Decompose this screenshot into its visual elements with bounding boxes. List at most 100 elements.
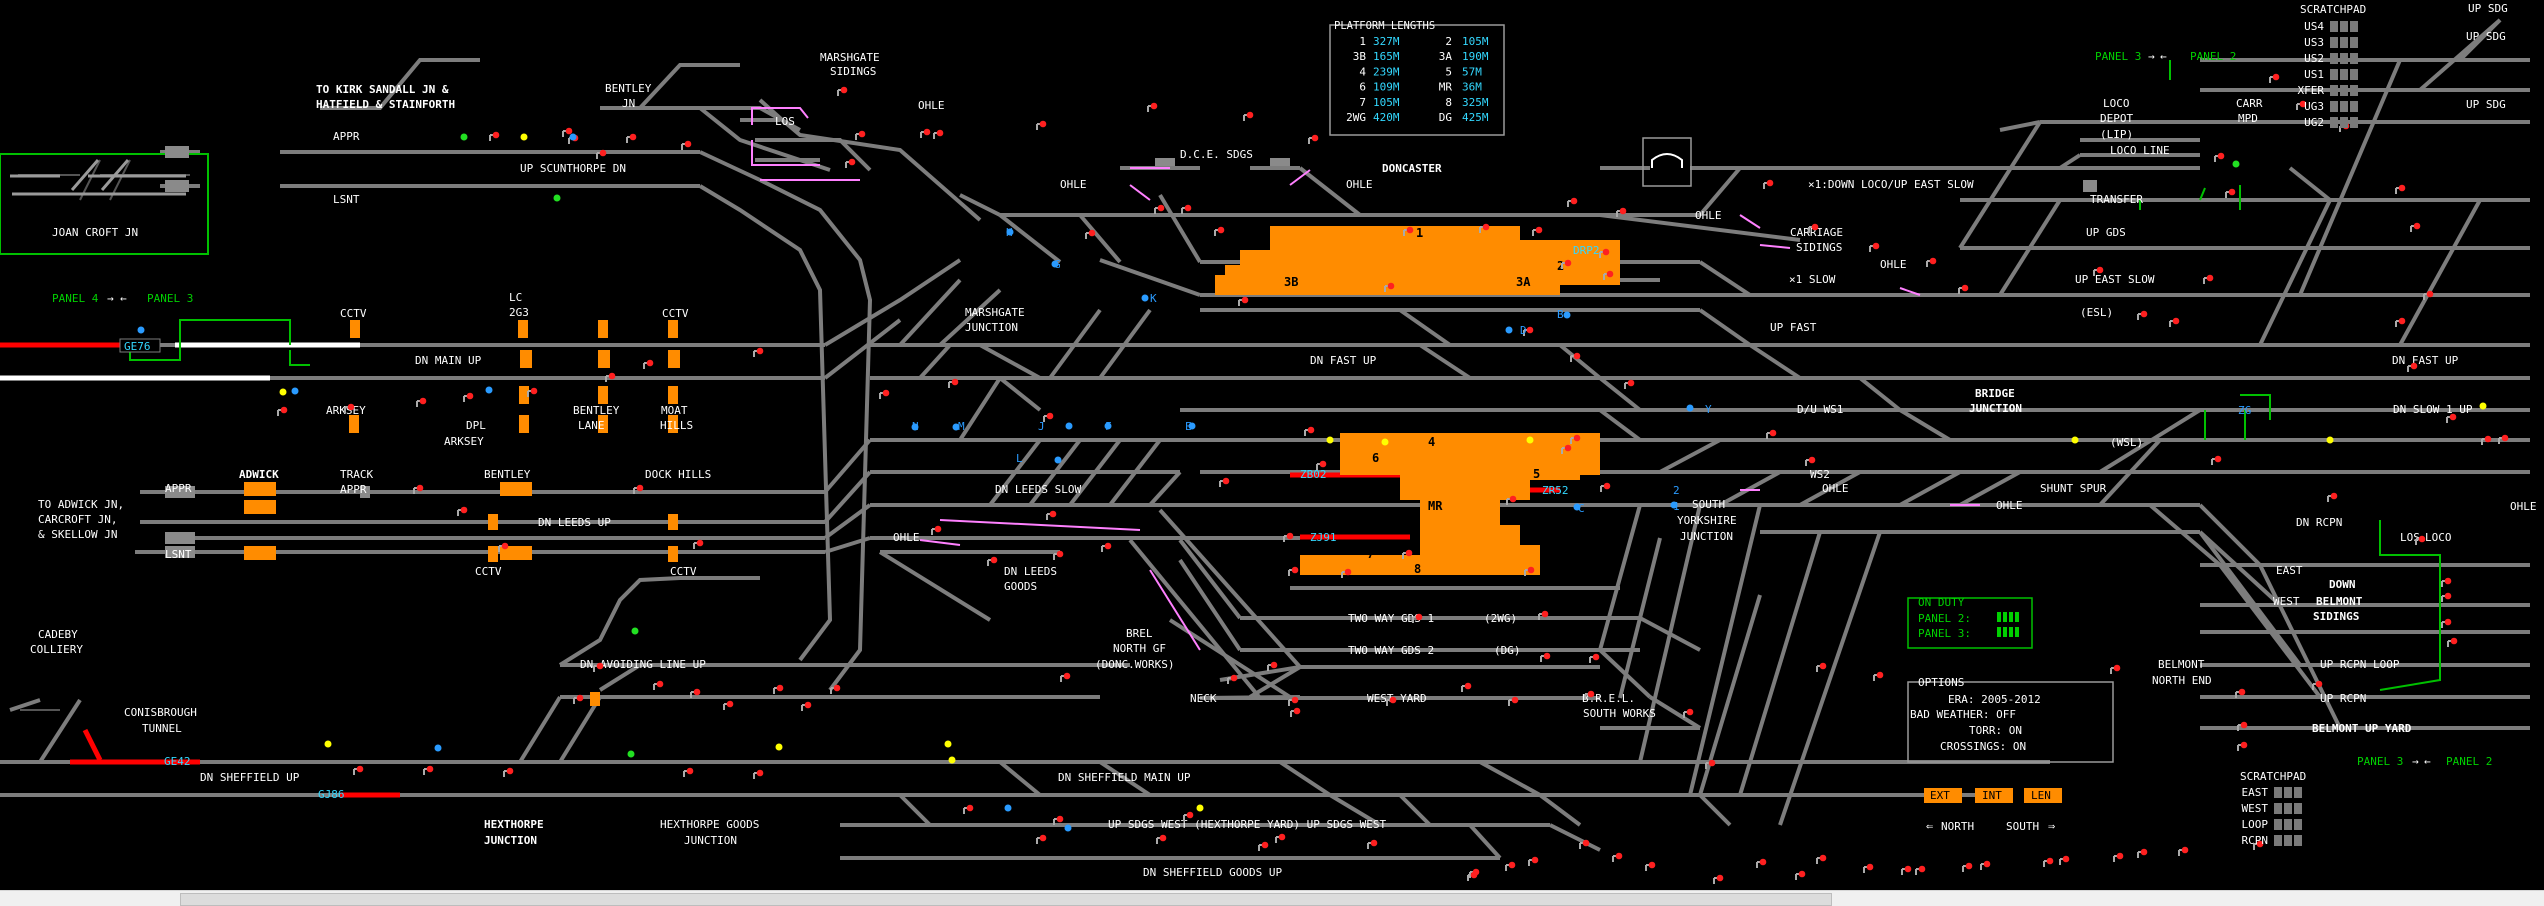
scratchpad-cell[interactable] — [2330, 21, 2338, 32]
signal-icon[interactable] — [1540, 652, 1551, 662]
signal-icon[interactable] — [931, 525, 942, 535]
signal-icon[interactable] — [605, 372, 616, 382]
scratchpad-cell[interactable] — [2350, 85, 2358, 96]
signal-icon[interactable] — [1181, 204, 1192, 214]
scratchpad-cell[interactable] — [2350, 101, 2358, 112]
signal-icon[interactable] — [1467, 871, 1478, 881]
int-button-bg[interactable] — [1975, 788, 2013, 803]
signal-icon[interactable] — [1816, 854, 1827, 864]
option-torr[interactable]: TORR: ON — [1969, 724, 2022, 737]
signal-icon[interactable] — [1808, 223, 1819, 233]
north-arrow-icon[interactable]: ⇐ — [1926, 819, 1933, 833]
signal-icon[interactable] — [681, 140, 692, 150]
signal-icon[interactable] — [2415, 535, 2426, 545]
signal-icon[interactable] — [1367, 839, 1378, 849]
signal-icon[interactable] — [1054, 456, 1062, 464]
scratchpad-cell[interactable] — [2340, 117, 2348, 128]
signal-icon[interactable] — [291, 387, 299, 395]
scratchpad-cell[interactable] — [2340, 101, 2348, 112]
signal-icon[interactable] — [830, 684, 841, 694]
signal-icon[interactable] — [1573, 503, 1581, 511]
signal-icon[interactable] — [1243, 111, 1254, 121]
signal-icon[interactable] — [1004, 804, 1012, 812]
signal-icon[interactable] — [1901, 865, 1912, 875]
signal-icon[interactable] — [1670, 501, 1678, 509]
signal-icon[interactable] — [353, 765, 364, 775]
signal-icon[interactable] — [1043, 412, 1054, 422]
south-arrow-icon[interactable]: ⇒ — [2048, 819, 2055, 833]
signal-icon[interactable] — [1616, 207, 1627, 217]
signal-icon[interactable] — [1570, 352, 1581, 362]
signal-icon[interactable] — [434, 744, 442, 752]
scratchpad-cell[interactable] — [2274, 819, 2282, 830]
scratchpad-cell[interactable] — [2350, 21, 2358, 32]
signal-icon[interactable] — [1283, 532, 1294, 542]
signal-icon[interactable] — [569, 133, 577, 141]
signal-icon[interactable] — [1915, 865, 1926, 875]
signal-icon[interactable] — [723, 700, 734, 710]
signal-icon[interactable] — [944, 740, 952, 748]
int-button[interactable]: INT — [1982, 789, 2002, 802]
signal-icon[interactable] — [1816, 662, 1827, 672]
signal-icon[interactable] — [1101, 542, 1112, 552]
signal-icon[interactable] — [1403, 226, 1414, 236]
signal-icon[interactable] — [1599, 248, 1610, 258]
signal-icon[interactable] — [596, 149, 607, 159]
signal-icon[interactable] — [1958, 284, 1969, 294]
signal-icon[interactable] — [987, 556, 998, 566]
signal-icon[interactable] — [2211, 455, 2222, 465]
signal-icon[interactable] — [1006, 228, 1014, 236]
scratchpad-cell[interactable] — [2340, 21, 2348, 32]
signal-icon[interactable] — [1567, 197, 1578, 207]
panel3-left-link[interactable]: PANEL 3 — [147, 292, 193, 305]
signal-icon[interactable] — [1258, 841, 1269, 851]
signal-icon[interactable] — [627, 750, 635, 758]
signal-icon[interactable] — [1561, 444, 1572, 454]
scratchpad-cell[interactable] — [2340, 85, 2348, 96]
signal-icon[interactable] — [1238, 296, 1249, 306]
signal-icon[interactable] — [1579, 839, 1590, 849]
panel3-top-link[interactable]: PANEL 3 — [2095, 50, 2141, 63]
signal-icon[interactable] — [2137, 848, 2148, 858]
option-era[interactable]: ERA: 2005-2012 — [1948, 693, 2041, 706]
signal-icon[interactable] — [1532, 226, 1543, 236]
scratchpad-cell[interactable] — [2284, 819, 2292, 830]
scratchpad-cell[interactable] — [2350, 37, 2358, 48]
signal-icon[interactable] — [1705, 759, 1716, 769]
signal-icon[interactable] — [1980, 860, 1991, 870]
scratchpad-cell[interactable] — [2284, 787, 2292, 798]
scrollbar-thumb[interactable] — [180, 893, 1832, 906]
signal-icon[interactable] — [2441, 618, 2452, 628]
signal-icon[interactable] — [775, 743, 783, 751]
signal-icon[interactable] — [753, 769, 764, 779]
signal-icon[interactable] — [2395, 317, 2406, 327]
signal-icon[interactable] — [2410, 222, 2421, 232]
signal-icon[interactable] — [344, 403, 355, 413]
signal-icon[interactable] — [1308, 134, 1319, 144]
signal-icon[interactable] — [1065, 422, 1073, 430]
panel2-bottom-link[interactable]: PANEL 2 — [2446, 755, 2492, 768]
scratchpad-cell[interactable] — [2274, 803, 2282, 814]
signal-icon[interactable] — [1085, 229, 1096, 239]
signal-icon[interactable] — [2498, 434, 2509, 444]
signal-icon[interactable] — [1561, 259, 1572, 269]
signal-icon[interactable] — [2312, 680, 2323, 690]
signal-icon[interactable] — [1188, 422, 1196, 430]
signal-icon[interactable] — [137, 326, 145, 334]
south-link[interactable]: SOUTH — [2006, 820, 2039, 833]
signal-icon[interactable] — [1051, 260, 1059, 268]
signal-icon[interactable] — [279, 388, 287, 396]
signal-icon[interactable] — [855, 130, 866, 140]
scratchpad-cell[interactable] — [2350, 53, 2358, 64]
signal-icon[interactable] — [933, 129, 944, 139]
signal-icon[interactable] — [2059, 855, 2070, 865]
signal-icon[interactable] — [1926, 257, 1937, 267]
signal-icon[interactable] — [690, 688, 701, 698]
signal-icon[interactable] — [562, 127, 573, 137]
signal-icon[interactable] — [1060, 672, 1071, 682]
signal-icon[interactable] — [2225, 188, 2236, 198]
scratchpad-cell[interactable] — [2330, 101, 2338, 112]
panel3-bottom-link[interactable]: PANEL 3 — [2357, 755, 2403, 768]
signal-icon[interactable] — [1526, 436, 1534, 444]
